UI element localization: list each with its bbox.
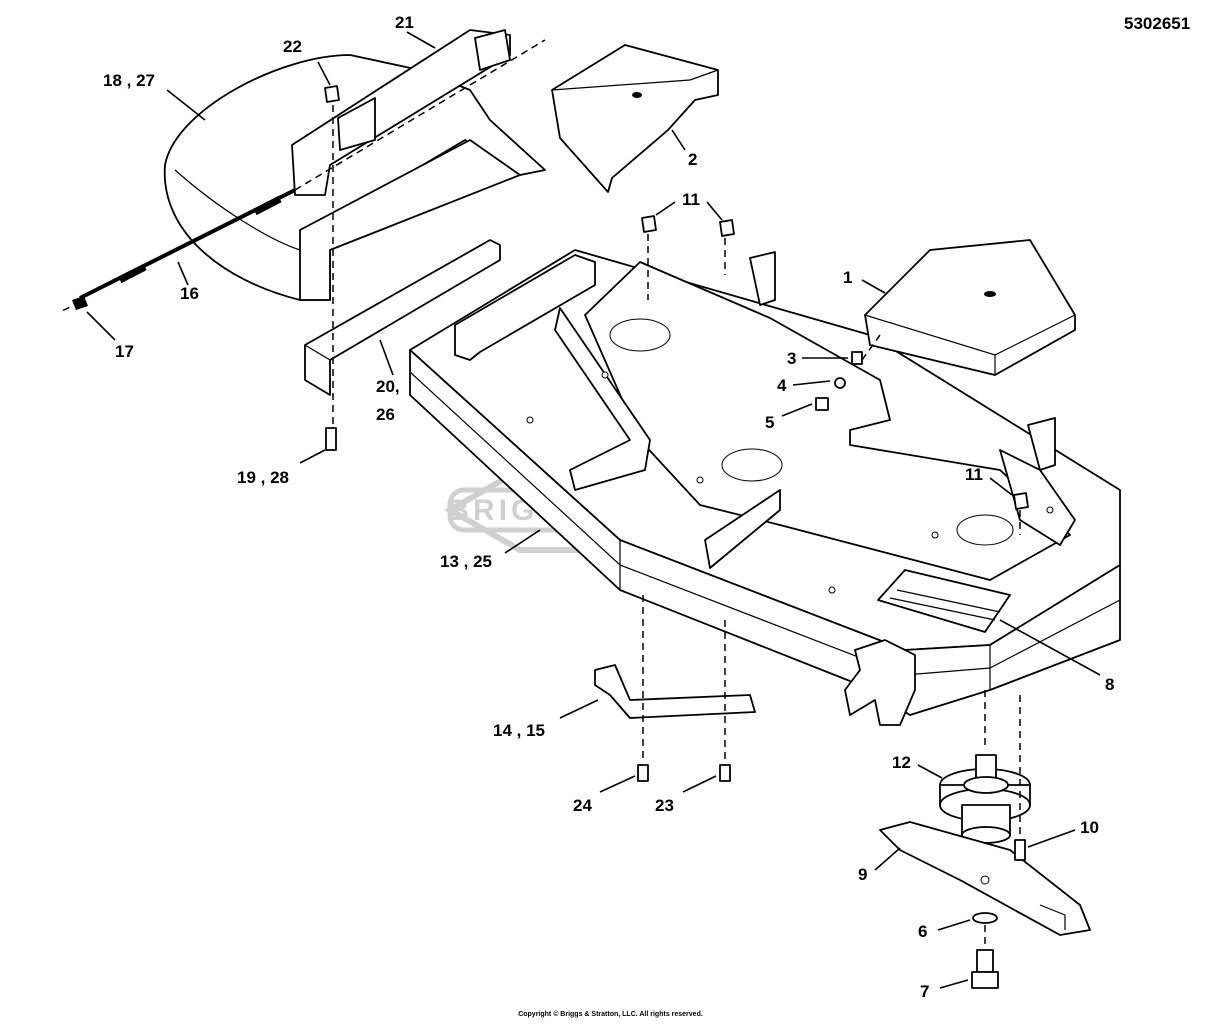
chute-rod [59, 39, 546, 313]
callout-24: 24 [573, 796, 592, 815]
callout-6: 6 [918, 922, 927, 941]
callout-18-27: 18 , 27 [103, 71, 155, 90]
chute-bracket [291, 29, 511, 196]
deflector-plate [304, 239, 501, 396]
callout-16: 16 [180, 284, 199, 303]
callout-22: 22 [283, 37, 302, 56]
deck-skid-pad [877, 569, 1011, 633]
callout-13-25: 13 , 25 [440, 552, 492, 571]
callout-3: 3 [787, 349, 796, 368]
mower-deck-housing [409, 249, 1121, 726]
callout-26: 26 [376, 405, 395, 424]
assembly-lines [332, 105, 1021, 948]
callout-1: 1 [843, 268, 852, 287]
callout-11-right: 11 [965, 465, 983, 484]
callout-4: 4 [777, 376, 787, 395]
callout-9: 9 [858, 865, 867, 884]
callout-11-top: 11 [682, 190, 700, 209]
discharge-chute [163, 54, 546, 301]
callout-23: 23 [655, 796, 674, 815]
callout-2: 2 [688, 150, 697, 169]
baffle-bracket [594, 664, 756, 719]
callout-labels: 1 2 3 4 5 6 7 8 9 10 11 11 12 13 , 25 14… [103, 13, 1114, 1001]
callout-20: 20, [376, 377, 400, 396]
callout-7: 7 [920, 982, 929, 1001]
belt-cover-left [551, 44, 719, 193]
callout-10: 10 [1080, 818, 1099, 837]
callout-14-15: 14 , 15 [493, 721, 545, 740]
belt-cover-right [864, 239, 1076, 376]
mower-blade [879, 821, 1091, 936]
spindle-assembly [939, 754, 1031, 844]
callout-12: 12 [892, 753, 911, 772]
callout-21: 21 [395, 13, 414, 32]
callout-17: 17 [115, 342, 134, 361]
document-number: 5302651 [1124, 14, 1191, 33]
hardware [324, 85, 1029, 861]
blade-bolt [971, 949, 999, 989]
callout-8: 8 [1105, 675, 1114, 694]
callout-5: 5 [765, 413, 774, 432]
copyright-notice: Copyright © Briggs & Stratton, LLC. All … [518, 1011, 703, 1018]
blade-washer [972, 912, 998, 924]
callout-19-28: 19 , 28 [237, 468, 289, 487]
leader-lines [86, 31, 1101, 989]
rod-end-nut [72, 296, 88, 310]
